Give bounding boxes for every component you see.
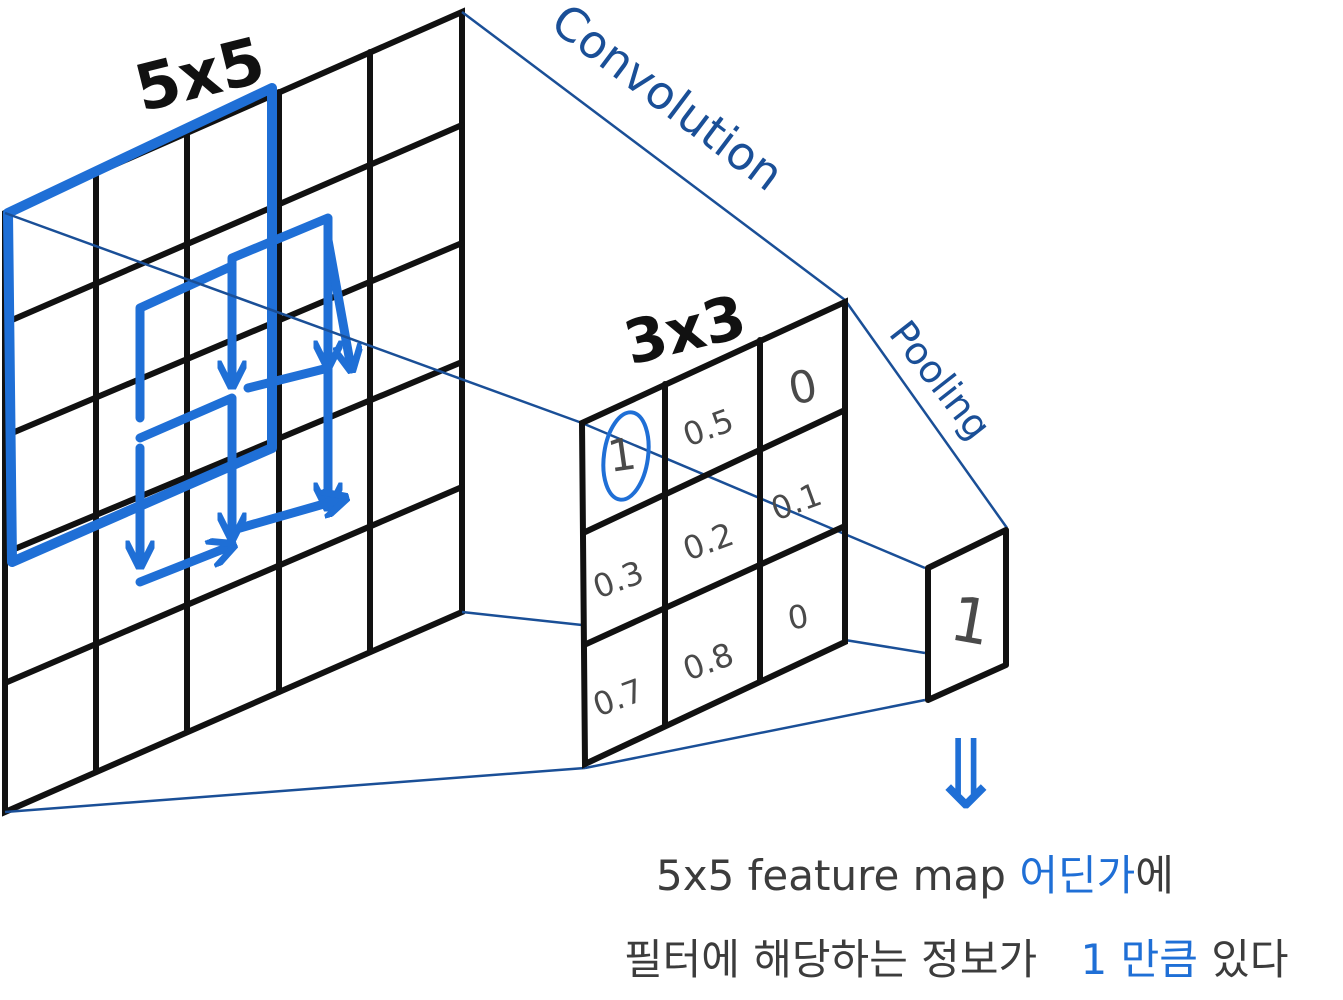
connector-pool-left xyxy=(581,421,926,570)
slide-arrow-5 xyxy=(135,548,226,587)
connector-conv-top xyxy=(461,11,846,301)
sliding-window-arrows xyxy=(135,213,350,587)
caption-line-1-highlight: 어딘가 xyxy=(1019,851,1136,900)
input-grid-5x5 xyxy=(2,7,465,817)
pooled-output-cell xyxy=(925,527,1009,703)
slide-arrow-2 xyxy=(227,213,328,358)
caption-line-2-suffix: 있다 xyxy=(1211,935,1289,984)
caption-line-2-prefix: 필터에 해당하는 정보가 xyxy=(624,935,1038,984)
caption-line-1-prefix: 5x5 feature map xyxy=(656,851,1006,900)
pooling-label: Pooling xyxy=(881,312,1000,447)
down-arrow-icon: ⇓ xyxy=(926,719,1006,831)
connector-pool-top xyxy=(843,299,1009,529)
slide-arrow-1 xyxy=(135,261,232,423)
filter-size-label: 3x3 xyxy=(617,282,753,379)
slide-arrow-7 xyxy=(235,500,338,533)
connector-lines xyxy=(4,11,1009,814)
caption-line-2-value: 1 xyxy=(1080,935,1108,984)
filter-cell-9: 0 xyxy=(785,597,812,638)
filter-cell-3: 0 xyxy=(784,360,822,416)
connector-conv-left xyxy=(4,211,583,425)
filter-cell-6: 0.1 xyxy=(766,475,827,528)
slide-arrow-6 xyxy=(243,363,328,500)
caption-line-2-highlight: 만큼 xyxy=(1120,935,1198,984)
input-size-label: 5x5 xyxy=(128,24,272,127)
connector-pool-mid xyxy=(844,638,926,655)
filter-cell-2: 0.5 xyxy=(678,401,739,454)
slide-arrow-8 xyxy=(323,223,350,362)
caption-line-1-suffix: 에 xyxy=(1135,851,1174,900)
pooled-output-value: 1 xyxy=(945,581,997,660)
connector-conv-mid xyxy=(461,610,583,627)
filter-grid-3x3 xyxy=(578,297,848,769)
caption-line-1: 5x5 feature map 어딘가에 xyxy=(656,842,1174,903)
filter-cell-4: 0.3 xyxy=(588,553,649,606)
filter-cell-7: 0.7 xyxy=(588,671,649,724)
receptive-field-highlight xyxy=(3,83,277,567)
filter-cell-5: 0.2 xyxy=(678,515,739,568)
caption-line-2: 필터에 해당하는 정보가 1 만큼 있다 xyxy=(624,926,1288,987)
filter-cell-8: 0.8 xyxy=(678,635,739,688)
connector-pool-bottom xyxy=(584,698,926,770)
max-value-circle xyxy=(601,410,651,502)
connector-conv-bottom xyxy=(4,766,586,814)
slide-arrow-3 xyxy=(135,393,232,530)
